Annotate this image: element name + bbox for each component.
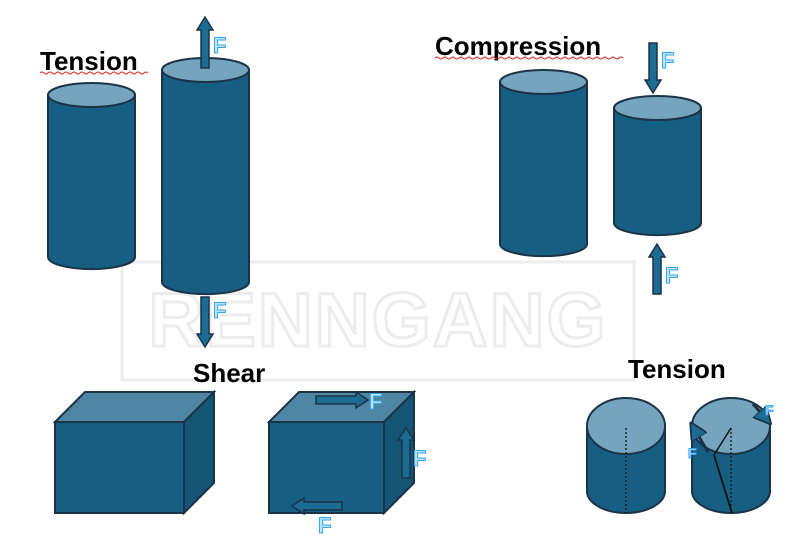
tension-title: Tension bbox=[628, 354, 726, 384]
tension-cylinder-original bbox=[47, 82, 136, 271]
tension-title: Tension bbox=[40, 46, 138, 76]
spellcheck-underline bbox=[39, 71, 149, 75]
shear-title: Shear bbox=[193, 358, 265, 388]
force-arrow-down bbox=[643, 42, 663, 95]
compression-cylinder-compressed bbox=[613, 95, 702, 237]
force-label: F bbox=[413, 446, 426, 471]
force-arrow-down bbox=[195, 296, 215, 349]
force-label: F bbox=[688, 445, 697, 461]
force-label: F bbox=[665, 263, 678, 288]
force-arrow-right bbox=[315, 390, 370, 410]
cylinder-undeformed bbox=[586, 397, 666, 514]
shear-block-loaded bbox=[266, 389, 417, 516]
force-label: F bbox=[213, 33, 226, 58]
spellcheck-underline bbox=[434, 56, 624, 60]
force-arrow-left bbox=[290, 496, 343, 516]
force-arrow-up bbox=[396, 426, 416, 479]
force-arrow-up bbox=[195, 15, 215, 69]
force-label: F bbox=[318, 513, 331, 538]
cylinder-twisted bbox=[691, 397, 771, 514]
tension-cylinder-stretched bbox=[161, 57, 250, 296]
force-label: F bbox=[765, 402, 774, 418]
force-label: F bbox=[661, 48, 674, 73]
force-label: F bbox=[369, 389, 382, 414]
torque-arrow bbox=[692, 425, 710, 453]
torque-arrow bbox=[751, 403, 769, 422]
compression-cylinder-original bbox=[499, 69, 588, 258]
compression-title: Compression bbox=[435, 31, 601, 61]
shear-block-original bbox=[52, 389, 217, 516]
force-arrow-up bbox=[647, 242, 667, 295]
force-label: F bbox=[213, 298, 226, 323]
